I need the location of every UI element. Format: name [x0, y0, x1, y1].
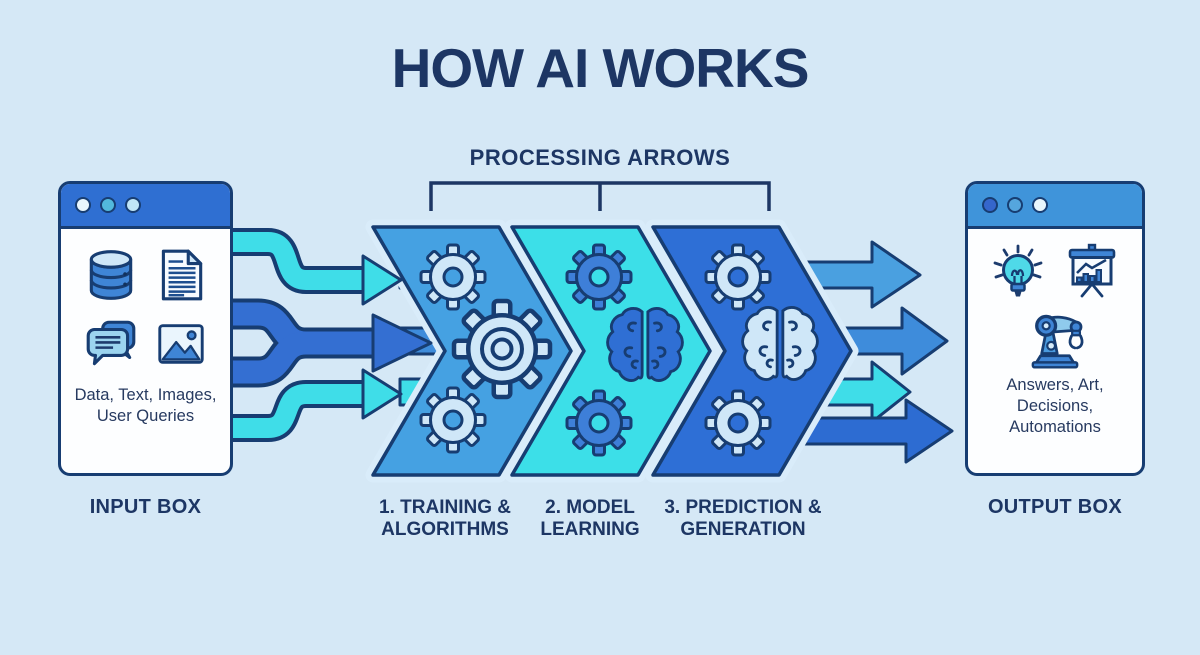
stage-label-prediction-generation: 3. PREDICTION & GENERATION [664, 497, 822, 540]
processing-arrows-heading: PROCESSING ARROWS [469, 145, 731, 170]
document-icon [161, 249, 202, 301]
window-dot-icon [75, 197, 91, 213]
window-dot-icon [125, 197, 141, 213]
arrow-right-icon [371, 313, 433, 373]
input-box-label: INPUT BOX [89, 496, 202, 518]
lightbulb-icon [993, 244, 1043, 297]
database-icon [89, 250, 132, 300]
output-box-caption: Answers, Art, Decisions, Automations [1006, 376, 1104, 436]
stage-label-training-algorithms: 1. TRAINING & ALGORITHMS [379, 497, 511, 540]
window-dot-icon [1007, 197, 1023, 213]
window-dot-icon [1032, 197, 1048, 213]
arrow-right-icon [361, 254, 403, 306]
robot-arm-icon [1031, 314, 1084, 369]
presentation-chart-icon [1068, 243, 1116, 298]
input-box-panel: Data, Text, Images, User Queries [58, 181, 233, 476]
chat-bubbles-icon [86, 320, 135, 366]
input-box-titlebar [61, 184, 230, 229]
arrow-right-icon [361, 368, 403, 420]
bracket-line [429, 181, 771, 211]
output-box-body: Answers, Art, Decisions, Automations [968, 229, 1142, 473]
output-box-titlebar [968, 184, 1142, 229]
page-title: HOW AI WORKS [391, 37, 810, 99]
input-arrows [233, 228, 433, 442]
stage-label-model-learning: 2. MODEL LEARNING [540, 497, 640, 540]
output-box-panel: Answers, Art, Decisions, Automations [965, 181, 1145, 476]
window-dot-icon [100, 197, 116, 213]
process-flow-diagram [233, 210, 954, 500]
output-box-label: OUTPUT BOX [987, 496, 1123, 518]
input-box-body: Data, Text, Images, User Queries [61, 229, 230, 473]
window-dot-icon [982, 197, 998, 213]
image-icon [157, 324, 204, 364]
input-box-caption: Data, Text, Images, User Queries [74, 386, 217, 425]
